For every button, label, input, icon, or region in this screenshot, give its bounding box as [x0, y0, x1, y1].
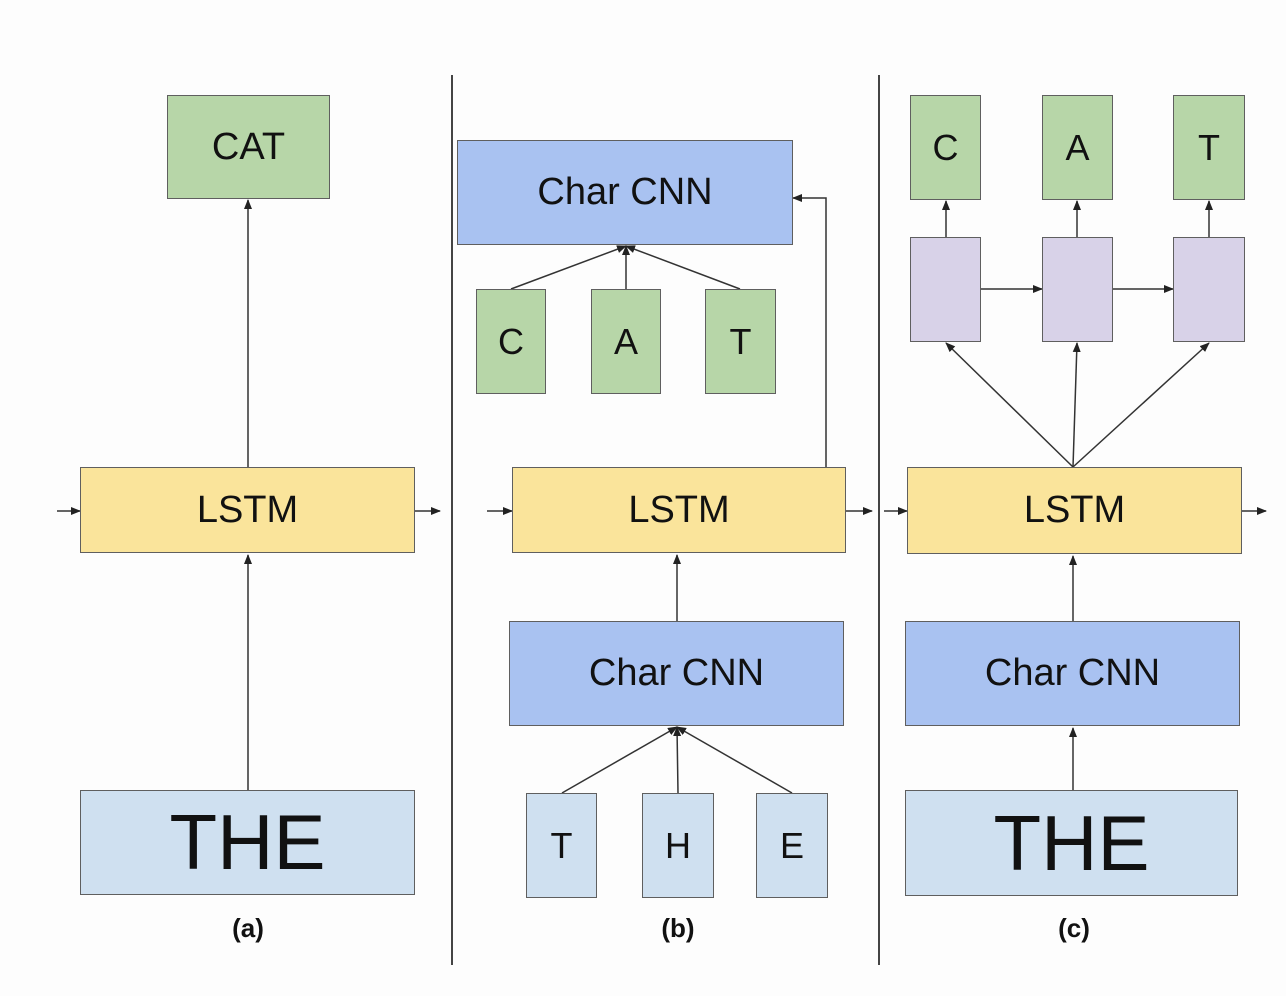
panel-b-input-char-t-label: T	[550, 824, 573, 866]
arrow-b-out-t	[625, 245, 741, 290]
panel-b-char-cnn-top-label: Char CNN	[537, 171, 713, 213]
panel-b-output-char-a-label: A	[613, 320, 638, 362]
panel-c-char-cnn-label: Char CNN	[984, 652, 1161, 694]
panel-a-lstm-box: LSTM	[80, 467, 415, 553]
panel-b-input-char-h-label: H	[665, 824, 691, 866]
panel-b-lstm-box: LSTM	[512, 467, 846, 553]
panel-b-char-cnn-bottom: Char CNN	[509, 621, 844, 726]
panel-c-caption: (c)	[1058, 913, 1090, 943]
panel-b-caption: (b)	[661, 913, 695, 943]
panel-b-output-char-c-label: C	[498, 320, 524, 362]
panel-b-output-char-t: T	[705, 289, 776, 394]
panel-b-input-char-e: E	[756, 793, 828, 898]
arrow-b-char-e	[676, 726, 793, 794]
panel-a-input-label: THE	[169, 798, 326, 886]
panel-b-output-char-c: C	[476, 289, 546, 394]
panel-b-input-char-e-label: E	[779, 824, 804, 866]
panel-divider-right	[878, 75, 880, 965]
panel-divider-left	[451, 75, 453, 965]
panel-c-decoder-cell-3	[1173, 237, 1245, 342]
panel-c-decoder-cell-2	[1042, 237, 1113, 342]
panel-b-input-char-h: H	[642, 793, 714, 898]
panel-c-output-char-t-label: T	[1198, 126, 1220, 168]
panel-c-input-label: THE	[993, 798, 1150, 887]
panel-b-output-char-t-label: T	[729, 320, 752, 362]
panel-b-char-cnn-top: Char CNN	[457, 140, 793, 245]
panel-a-caption: (a)	[232, 913, 264, 943]
panel-c-output-char-t: T	[1173, 95, 1245, 200]
panel-c-lstm-box: LSTM	[907, 467, 1242, 554]
panel-c-decoder-cell-1	[910, 237, 981, 342]
panel-a-output-label: CAT	[211, 125, 286, 168]
panel-b-output-char-a: A	[591, 289, 661, 394]
panel-b-lstm-label: LSTM	[628, 488, 730, 531]
panel-c-output-char-c: C	[910, 95, 981, 200]
panel-c-output-char-a-label: A	[1065, 126, 1090, 168]
panel-c-output-char-a: A	[1042, 95, 1113, 200]
panel-c-lstm-label: LSTM	[1023, 489, 1126, 531]
arrow-b-lstm-cnn	[792, 194, 827, 467]
panel-c-char-cnn: Char CNN	[905, 621, 1240, 726]
arrow-b-char-h	[673, 726, 682, 794]
panel-a-lstm-label: LSTM	[196, 488, 299, 531]
arrow-b-out-c	[510, 245, 627, 290]
panel-c-output-char-c-label: C	[932, 126, 959, 168]
arrow-c-lstm-cell3	[1072, 342, 1210, 468]
panel-a-output-box: CAT	[167, 95, 330, 199]
arrow-b-char-t	[561, 726, 678, 794]
panel-b-input-char-t: T	[526, 793, 597, 898]
panel-a-input-box: THE	[80, 790, 415, 895]
arrow-c-lstm-cell2	[1072, 342, 1081, 468]
panel-c-input-box: THE	[905, 790, 1238, 896]
arrow-c-lstm-cell1	[945, 342, 1074, 468]
panel-b-char-cnn-bottom-label: Char CNN	[588, 652, 765, 694]
